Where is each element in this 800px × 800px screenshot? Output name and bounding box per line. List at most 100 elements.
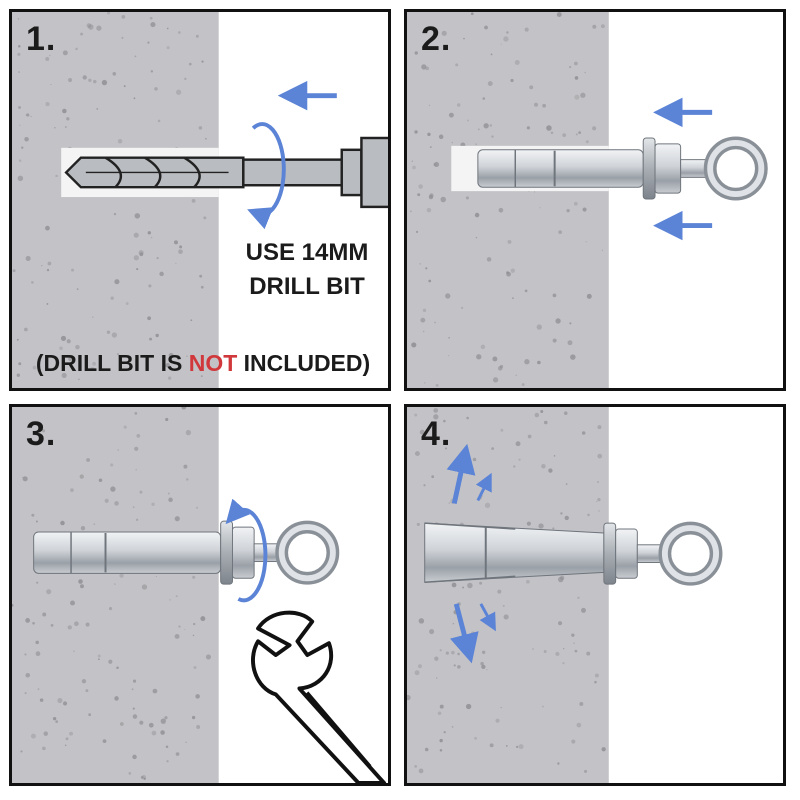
speckle: [150, 17, 153, 20]
speckle: [149, 723, 154, 728]
speckle: [503, 605, 505, 607]
speckle: [65, 126, 67, 128]
speckle: [492, 357, 497, 362]
speckle: [176, 752, 180, 756]
speckle: [25, 692, 27, 694]
speckle: [535, 413, 540, 418]
speckle: [429, 629, 434, 634]
speckle: [153, 689, 158, 694]
speckle: [528, 435, 532, 439]
speckle: [184, 78, 186, 80]
speckle: [18, 176, 24, 182]
speckle: [96, 25, 101, 30]
speckle: [98, 655, 101, 658]
step-2-panel: 2.: [404, 9, 786, 391]
speckle: [448, 355, 449, 356]
speckle: [133, 708, 135, 710]
speckle: [410, 210, 412, 212]
speckle: [186, 478, 189, 481]
speckle: [55, 720, 58, 723]
speckle: [506, 745, 508, 747]
speckle: [574, 62, 578, 66]
speckle: [525, 289, 528, 292]
speckle: [555, 652, 559, 656]
speckle: [560, 512, 562, 514]
speckle: [18, 45, 21, 48]
speckle: [158, 120, 161, 123]
speckle: [17, 53, 20, 56]
speckle: [417, 193, 420, 196]
speckle: [186, 430, 191, 435]
step-number: 3.: [26, 415, 56, 454]
speckle: [446, 651, 449, 654]
speckle: [121, 15, 125, 19]
speckle: [412, 166, 416, 170]
speckle: [50, 84, 51, 85]
speckle: [38, 688, 40, 690]
speckle: [466, 704, 471, 709]
speckle: [126, 302, 129, 305]
speckle: [174, 240, 178, 244]
speckle: [487, 257, 492, 262]
speckle: [440, 649, 442, 651]
speckle: [440, 749, 443, 752]
expand-scene: [407, 407, 783, 783]
speckle: [147, 42, 149, 44]
speckle: [151, 503, 154, 506]
speckle: [576, 133, 578, 135]
speckle: [112, 332, 117, 337]
wrench-icon: [253, 613, 384, 783]
speckle: [570, 354, 576, 360]
speckle: [168, 493, 170, 495]
speckle: [176, 595, 178, 597]
speckle: [70, 488, 74, 492]
speckle: [134, 447, 138, 451]
speckle: [55, 175, 57, 177]
speckle: [36, 651, 41, 656]
speckle: [75, 48, 78, 51]
speckle: [142, 584, 147, 589]
speckle: [597, 481, 599, 483]
speckle: [201, 286, 204, 289]
speckle: [454, 664, 456, 666]
speckle: [85, 689, 88, 692]
speckle: [142, 775, 147, 780]
speckle: [457, 653, 460, 656]
speckle: [558, 230, 562, 234]
speckle: [13, 269, 16, 272]
speckle: [425, 748, 429, 752]
speckle: [150, 22, 155, 27]
speckle: [576, 723, 581, 728]
speckle: [417, 523, 420, 526]
speckle: [88, 79, 91, 82]
speckle: [571, 633, 574, 636]
speckle: [451, 651, 455, 655]
speckle: [429, 193, 433, 197]
speckle: [582, 431, 586, 435]
speckle: [578, 131, 581, 134]
speckle: [45, 102, 49, 106]
speckle: [19, 125, 20, 126]
speckle: [164, 716, 167, 719]
speckle: [431, 475, 434, 478]
speckle: [542, 104, 546, 108]
speckle: [414, 413, 417, 416]
speckle: [86, 622, 90, 626]
speckle: [461, 307, 463, 309]
speckle: [430, 146, 432, 148]
speckle: [51, 624, 54, 627]
speckle: [24, 328, 28, 332]
speckle: [515, 375, 517, 377]
speckle: [114, 279, 119, 284]
speckle: [175, 634, 180, 639]
speckle: [534, 191, 535, 192]
speckle: [506, 31, 508, 33]
speckle: [415, 670, 420, 675]
speckle: [525, 28, 529, 32]
speckle: [449, 113, 454, 118]
speckle: [109, 607, 112, 610]
speckle: [470, 649, 472, 651]
speckle: [112, 72, 116, 76]
speckle: [192, 716, 195, 719]
speckle: [457, 103, 461, 107]
